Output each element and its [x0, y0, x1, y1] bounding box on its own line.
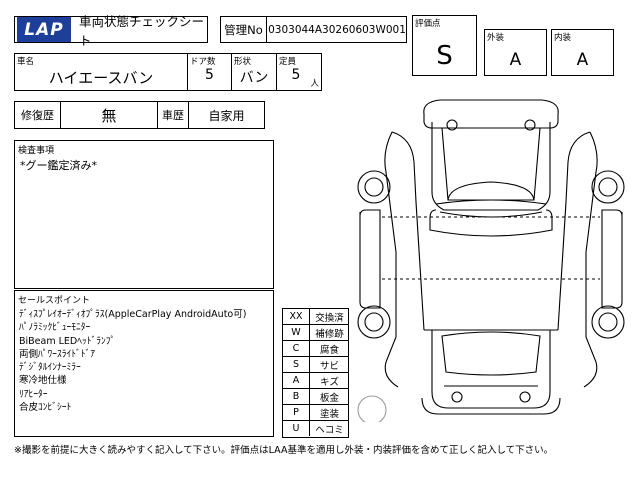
legend-name: 塗装	[319, 408, 339, 420]
management-number-label: 管理No	[221, 17, 267, 42]
legend-code: P	[283, 405, 310, 420]
car-name-value: ハイエースバン	[48, 69, 154, 87]
legend-name: 補修跡	[315, 328, 344, 340]
inspection-notes: 検査事項 *グー鑑定済み*	[14, 140, 274, 289]
list-item: BiBeam LEDﾍｯﾄﾞﾗﾝﾌﾟ	[19, 335, 116, 347]
legend-row: A キズ	[283, 373, 348, 389]
history-row: 修復歴 無 車歴 自家用	[14, 101, 265, 129]
list-item: 寒冷地仕様	[19, 375, 67, 387]
lap-logo: LAP	[17, 17, 71, 42]
interior-label: 内装	[554, 33, 572, 43]
list-item: ﾊﾟﾉﾗﾐｯｸﾋﾞｭｰﾓﾆﾀｰ	[19, 322, 91, 334]
list-item: 両側ﾊﾟﾜｰｽﾗｲﾄﾞﾄﾞｱ	[19, 348, 96, 360]
legend-row: S サビ	[283, 357, 348, 373]
center-body	[415, 201, 567, 331]
doors-value: 5	[205, 67, 214, 83]
interior-field: 内装 A	[551, 29, 614, 76]
legend-code: U	[283, 421, 310, 436]
legend-row: XX 交換済	[283, 309, 348, 325]
list-item: ﾃﾞｼﾞﾀﾙｲﾝﾅｰﾐﾗｰ	[19, 362, 81, 374]
management-number-field: 管理No 0303044A30260603W001	[220, 16, 407, 43]
score-label: 評価点	[415, 19, 441, 29]
sheet-title: 車両状態チェックシート	[78, 13, 204, 48]
legend-row: B 板金	[283, 389, 348, 405]
repair-history-value: 無	[61, 102, 158, 128]
legend-row: W 補修跡	[283, 325, 348, 341]
exterior-field: 外装 A	[484, 29, 547, 76]
hood-windshield	[429, 181, 553, 237]
roof-panel	[423, 99, 559, 211]
sheet-header: LAP 車両状態チェックシート	[14, 14, 208, 48]
damage-legend: XX 交換済 W 補修跡 C 腐食 S サビ A キズ B 板金 P 塗装 U ヘコミ	[282, 308, 349, 438]
shape-cell: 形状 バン	[232, 54, 277, 90]
legend-code: A	[283, 373, 310, 388]
usage-history-label: 車歴	[158, 102, 189, 128]
legend-name: ヘコミ	[315, 424, 344, 436]
list-item: 合皮ｺﾝﾋﾞｼｰﾄ	[19, 402, 72, 414]
vehicle-info-row: 車名 ハイエースバン ドア数 5 形状 バン 定員 5 人	[14, 53, 322, 91]
management-number-value: 0303044A30260603W001	[268, 23, 406, 36]
legend-name: 腐食	[319, 344, 339, 356]
score-value: S	[436, 41, 453, 71]
exterior-value: A	[509, 50, 522, 70]
legend-code: S	[283, 357, 310, 372]
door-separators	[382, 216, 600, 280]
car-name-label: 車名	[17, 57, 35, 67]
legend-row: C 腐食	[283, 341, 348, 357]
footnote: ※撮影を前提に大きく読みやすく記入して下さい。評価点はLAA基準を適用し外装・内…	[14, 445, 554, 456]
left-side-panel	[357, 131, 417, 388]
legend-code: C	[283, 341, 310, 356]
shape-label: 形状	[234, 57, 252, 67]
legend-name: 交換済	[315, 312, 344, 324]
capacity-label: 定員	[279, 57, 297, 67]
inspection-text: *グー鑑定済み*	[20, 159, 97, 172]
capacity-value: 5	[291, 67, 301, 83]
legend-name: サビ	[319, 360, 339, 372]
legend-code: XX	[283, 309, 310, 324]
usage-history-value: 自家用	[208, 108, 245, 123]
list-item: ﾘｱﾋｰﾀｰ	[19, 388, 48, 400]
spare-tire	[357, 395, 387, 422]
doors-cell: ドア数 5	[188, 54, 232, 90]
legend-row: U ヘコミ	[283, 421, 348, 437]
inspection-label: 検査事項	[18, 146, 55, 156]
repair-history-label: 修復歴	[15, 102, 61, 128]
capacity-cell: 定員 5 人	[277, 54, 321, 90]
sales-points: セールスポイント ﾃﾞｨｽﾌﾟﾚｲｵｰﾃﾞｨｵﾌﾟﾗｽ(AppleCarPlay…	[14, 290, 274, 437]
legend-row: P 塗装	[283, 405, 348, 421]
car-name-cell: 車名 ハイエースバン	[15, 54, 188, 90]
exterior-label: 外装	[487, 33, 505, 43]
legend-name: キズ	[319, 376, 339, 388]
sales-points-list: ﾃﾞｨｽﾌﾟﾚｲｵｰﾃﾞｨｵﾌﾟﾗｽ(AppleCarPlay AndroidA…	[19, 308, 246, 414]
legend-name: 板金	[319, 392, 339, 404]
list-item: ﾃﾞｨｽﾌﾟﾚｲｵｰﾃﾞｨｵﾌﾟﾗｽ(AppleCarPlay AndroidA…	[19, 309, 247, 320]
score-field: 評価点 S	[412, 15, 477, 76]
legend-code: W	[283, 325, 310, 340]
vehicle-damage-diagram	[357, 99, 625, 422]
sales-points-label: セールスポイント	[18, 296, 91, 306]
rear-panel	[421, 330, 561, 415]
doors-label: ドア数	[190, 57, 216, 67]
capacity-unit: 人	[310, 79, 319, 89]
interior-value: A	[576, 50, 589, 70]
right-side-panel	[565, 131, 625, 388]
shape-value: バン	[239, 70, 269, 86]
legend-code: B	[283, 389, 310, 404]
